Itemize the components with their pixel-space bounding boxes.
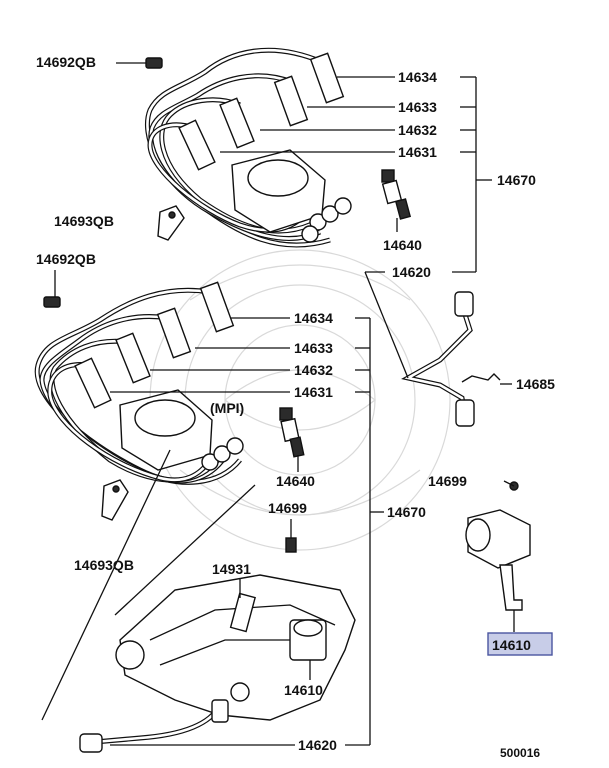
label-coil-highlight[interactable]: 14610 bbox=[492, 637, 531, 653]
cable-holder-lower bbox=[101, 479, 129, 521]
label-spark-plug-upper: 14640 bbox=[383, 237, 422, 253]
label-clip-top: 14692QB bbox=[36, 54, 96, 70]
distributor-cap-lower bbox=[119, 389, 244, 471]
watermark-emblem bbox=[149, 249, 451, 551]
label-cable-no4-lower: 14631 bbox=[294, 384, 333, 400]
label-cable-set-lower: 14670 bbox=[387, 504, 426, 520]
reference-code: 500016 bbox=[500, 746, 540, 760]
label-bolt-lower: 14699 bbox=[268, 500, 307, 516]
guide-line-left bbox=[41, 449, 171, 721]
coil-cable-upper bbox=[401, 291, 475, 427]
label-cable-no1-upper: 14634 bbox=[398, 69, 437, 85]
label-coil-cable-lower: 14620 bbox=[298, 737, 337, 753]
distributor-cap-upper bbox=[231, 149, 352, 243]
label-coil-cable-upper: 14620 bbox=[392, 264, 431, 280]
label-cable-no4-upper: 14631 bbox=[398, 144, 437, 160]
bolt-lower bbox=[285, 519, 297, 553]
label-clip-mid: 14692QB bbox=[36, 251, 96, 267]
label-mpi-note: (MPI) bbox=[210, 400, 244, 416]
label-cable-no1-lower: 14634 bbox=[294, 310, 333, 326]
label-cable-set-upper: 14670 bbox=[497, 172, 536, 188]
highlighted-part[interactable]: 14610 bbox=[487, 632, 553, 656]
upper-cable-set bbox=[144, 47, 352, 248]
lower-cable-set bbox=[34, 281, 244, 485]
engine-manifold bbox=[115, 574, 356, 721]
spark-plug-lower bbox=[279, 407, 305, 458]
label-sensor: 14931 bbox=[212, 561, 251, 577]
label-cable-no3-upper: 14632 bbox=[398, 122, 437, 138]
cable-clamp bbox=[461, 373, 512, 385]
coil-cable-lower bbox=[79, 699, 229, 753]
ignition-coil-right bbox=[465, 480, 531, 611]
label-holder-lower: 14693QB bbox=[74, 557, 134, 573]
cable-clip-top bbox=[116, 57, 163, 69]
spark-plug-upper bbox=[381, 169, 412, 220]
label-coil-lower: 14610 bbox=[284, 682, 323, 698]
label-bolt-right: 14699 bbox=[428, 473, 467, 489]
cable-clip-mid bbox=[43, 270, 61, 308]
label-cable-no2-lower: 14633 bbox=[294, 340, 333, 356]
label-holder-upper: 14693QB bbox=[54, 213, 114, 229]
guide-line-right bbox=[114, 484, 256, 616]
label-cable-no3-lower: 14632 bbox=[294, 362, 333, 378]
label-cable-no2-upper: 14633 bbox=[398, 99, 437, 115]
cable-holder-upper bbox=[157, 205, 185, 241]
label-spark-plug-lower: 14640 bbox=[276, 473, 315, 489]
leader-lines bbox=[110, 76, 515, 746]
label-clamp: 14685 bbox=[516, 376, 555, 392]
